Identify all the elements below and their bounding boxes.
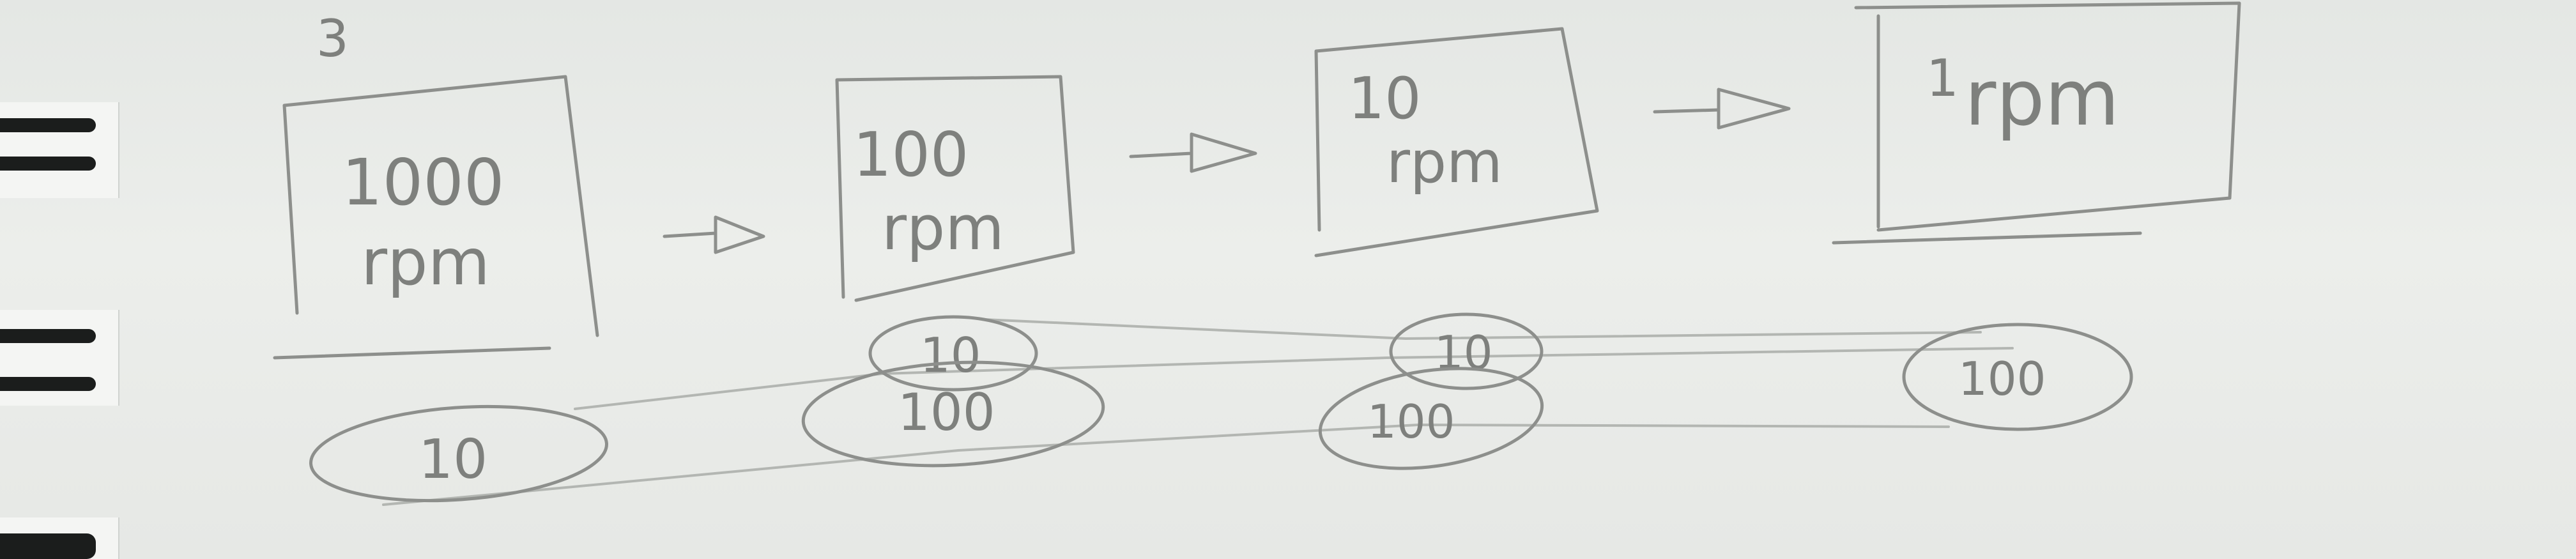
- oval-label: 100: [1958, 352, 2046, 406]
- spiral-wire: [0, 157, 96, 171]
- stage-box-1000: 1000 rpm: [273, 75, 599, 360]
- oval-label: 10: [418, 428, 487, 491]
- stage-unit: rpm: [1965, 54, 2119, 143]
- stage-unit: rpm: [1386, 129, 1503, 196]
- box-outline: [1832, 1, 2241, 245]
- arrow-icon: [1653, 88, 1791, 130]
- stage-value: 1: [1926, 49, 1959, 108]
- box-outline: [835, 75, 1075, 302]
- connector-line: [574, 347, 2014, 410]
- arrow-icon: [1129, 132, 1257, 173]
- spiral-wire: [0, 533, 96, 559]
- spiral-wire: [0, 329, 96, 343]
- connector-line: [382, 423, 1950, 506]
- spiral-wire: [0, 377, 96, 391]
- stage-value: 100: [853, 120, 969, 190]
- oval-100-stage3: 100: [1318, 367, 1544, 470]
- stage-value: 1000: [342, 145, 505, 220]
- box-outline: [273, 75, 599, 360]
- arrow-icon: [663, 215, 765, 254]
- oval-label: 10: [920, 327, 981, 383]
- stage-unit: rpm: [361, 225, 490, 300]
- oval-label: 100: [1367, 395, 1455, 448]
- stage-box-100: 100 rpm: [835, 75, 1075, 302]
- box-outline: [1314, 27, 1599, 257]
- oval-100-stage2: 100: [801, 360, 1105, 468]
- page-number: 3: [316, 9, 349, 68]
- oval-label: 100: [898, 383, 995, 442]
- oval-10-left: 10: [309, 404, 608, 503]
- connector-lines: [382, 318, 2014, 506]
- stage-box-1: 1 rpm: [1832, 1, 2241, 245]
- stage-unit: rpm: [882, 194, 1004, 264]
- oval-100-stage4: 100: [1902, 323, 2133, 431]
- stage-box-10: 10 rpm: [1314, 27, 1599, 257]
- connector-line: [983, 318, 1982, 341]
- oval-10-stage2: 10: [868, 315, 1038, 392]
- spiral-wire: [0, 118, 96, 132]
- stage-value: 10: [1348, 65, 1422, 132]
